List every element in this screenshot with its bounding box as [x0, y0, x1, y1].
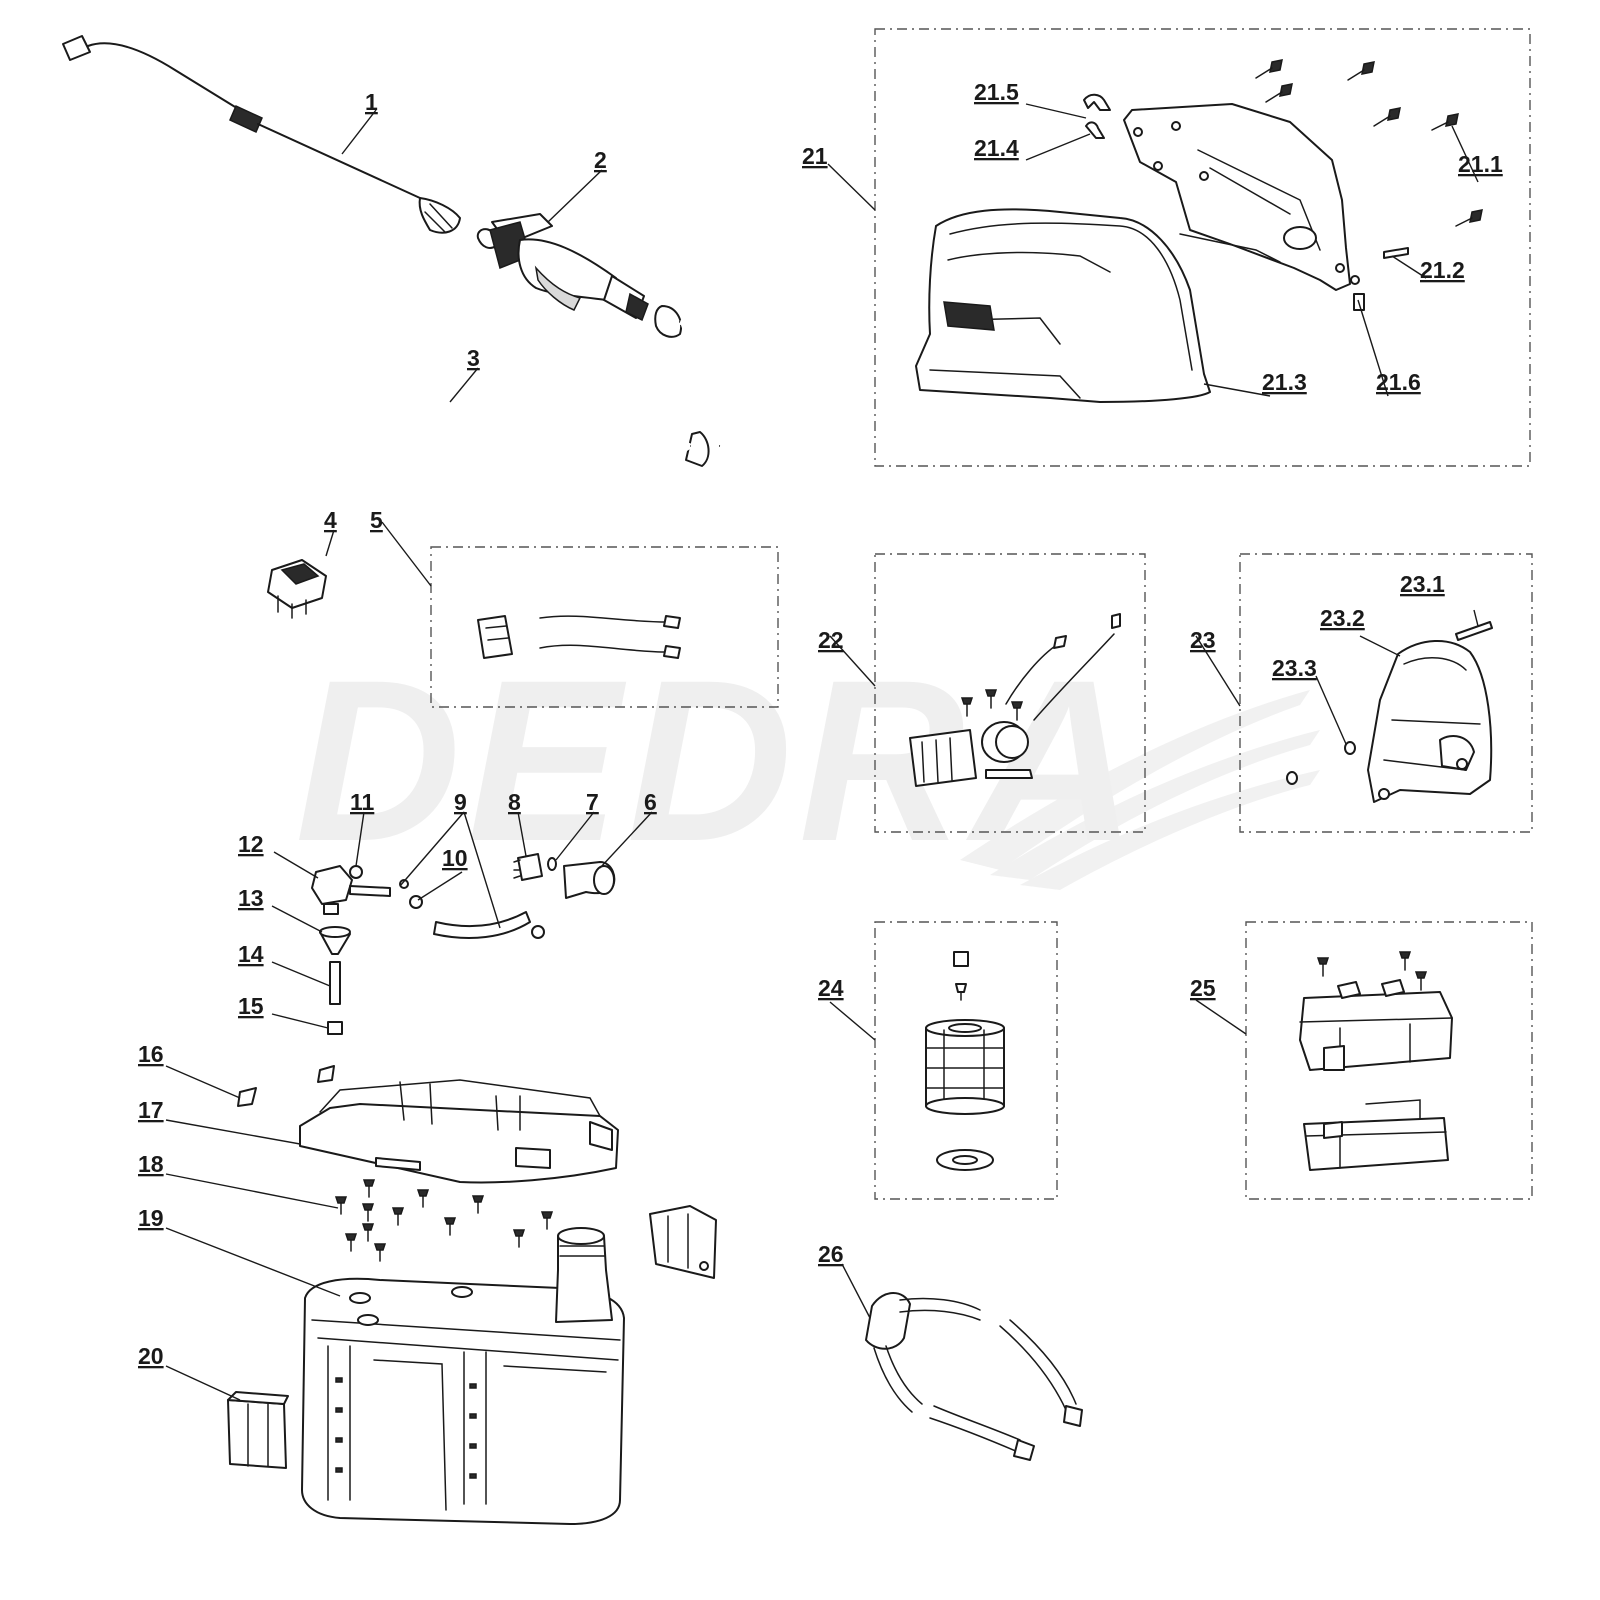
part-16-pad: [237, 1065, 335, 1107]
label-21-4: 21.4: [974, 135, 1019, 161]
group-box-5: [430, 546, 779, 708]
part-13-valve-cone: [319, 926, 351, 955]
label-23-2: 23.2: [1320, 605, 1365, 631]
label-8: 8: [508, 789, 521, 815]
label-20: 20: [138, 1343, 164, 1369]
label-11: 11: [350, 789, 375, 815]
part-4-rocker-switch: [267, 559, 327, 619]
part-9-tube: [433, 911, 531, 939]
label-22: 22: [818, 627, 844, 653]
label-2: 2: [594, 147, 607, 173]
label-23-3: 23.3: [1272, 655, 1317, 681]
label-6: 6: [644, 789, 657, 815]
part-21-housing: [915, 59, 1483, 403]
callout-labels: 1 2 3 4 5 6 7 8 9 10 11 12 13 14 15 16 1…: [138, 79, 1503, 1369]
label-21-6: 21.6: [1376, 369, 1421, 395]
part-8-coupler: [513, 853, 543, 881]
part-5-connector-wires: [477, 615, 681, 659]
label-21-1: 21.1: [1458, 151, 1503, 177]
label-3: 3: [467, 345, 480, 371]
label-21-3: 21.3: [1262, 369, 1307, 395]
label-24: 24: [818, 975, 844, 1001]
group-box-22: [874, 553, 1146, 833]
label-23-1: 23.1: [1400, 571, 1445, 597]
part-14-pipe: [329, 961, 341, 1005]
leader-lines: [165, 103, 1479, 1401]
label-17: 17: [138, 1097, 164, 1123]
label-12: 12: [238, 831, 264, 857]
part-6-fitting: [563, 861, 616, 899]
part-15-sleeve: [327, 1021, 343, 1035]
label-1: 1: [365, 89, 378, 115]
side-flap-part: [649, 1205, 717, 1279]
label-13: 13: [238, 885, 264, 911]
part-17-base-tray: [299, 1079, 619, 1184]
part-25-battery-box: [1299, 951, 1453, 1171]
part-2-handle-trigger: [476, 213, 682, 338]
part-23-side-cover: [1286, 621, 1493, 803]
watermark-text: DEDRA: [295, 632, 1143, 889]
part-7-o-ring: [547, 857, 557, 871]
part-18-screws: [334, 1179, 554, 1262]
part-24-filter: [925, 951, 1005, 1171]
label-16: 16: [138, 1041, 164, 1067]
part-12-valve-body: [311, 865, 391, 915]
group-box-21: [874, 28, 1531, 467]
label-21: 21: [802, 143, 828, 169]
group-box-24: [874, 921, 1058, 1200]
label-10: 10: [442, 845, 468, 871]
label-21-2: 21.2: [1420, 257, 1465, 283]
part-26-strap: [865, 1292, 1083, 1461]
label-9: 9: [454, 789, 467, 815]
label-15: 15: [238, 993, 264, 1019]
label-14: 14: [238, 941, 264, 967]
part-3-hose: [367, 319, 794, 487]
part-1-spray-lance: [62, 35, 461, 234]
label-5: 5: [370, 507, 383, 533]
label-18: 18: [138, 1151, 164, 1177]
part-22-motor: [909, 613, 1121, 787]
label-23: 23: [1190, 627, 1216, 653]
group-box-25: [1245, 921, 1533, 1200]
label-26: 26: [818, 1241, 844, 1267]
part-10-clip: [399, 879, 545, 939]
label-19: 19: [138, 1205, 164, 1231]
label-21-5: 21.5: [974, 79, 1019, 105]
part-19-tank: [301, 1227, 625, 1525]
label-7: 7: [586, 789, 599, 815]
part-20-cap-block: [227, 1391, 289, 1469]
part-11-clamp: [349, 865, 363, 879]
label-25: 25: [1190, 975, 1216, 1001]
label-4: 4: [324, 507, 337, 533]
